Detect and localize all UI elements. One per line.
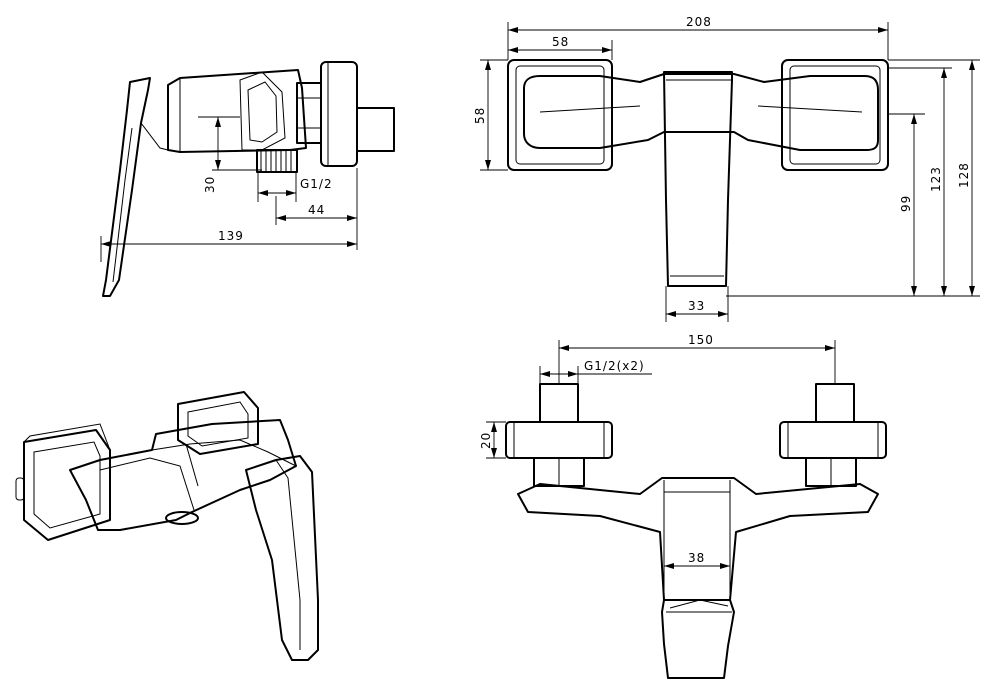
iso-right-flange	[177, 391, 259, 455]
front-left-flange	[505, 421, 613, 459]
iso-left-flange	[15, 423, 111, 541]
iso-outlet	[165, 511, 199, 525]
front-dim-20: 20	[479, 421, 506, 459]
top-dim-58-h-label: 58	[552, 35, 569, 49]
front-dim-20-label: 20	[479, 432, 493, 449]
side-dim-139-label: 139	[218, 229, 244, 243]
top-dim-99-label: 99	[899, 195, 913, 212]
front-dim-thread: G1/2(x2)	[539, 359, 652, 384]
top-dim-33-label: 33	[688, 299, 705, 313]
top-dim-123-label: 123	[929, 166, 943, 192]
top-dim-123: 123	[888, 67, 952, 296]
front-dim-38-label: 38	[688, 551, 705, 565]
top-dim-208-label: 208	[686, 15, 712, 29]
top-right-flange	[781, 59, 889, 171]
top-dim-128-label: 128	[957, 162, 971, 188]
top-dim-58-v-label: 58	[473, 107, 487, 124]
side-flange	[320, 61, 358, 167]
top-dim-58-v: 58	[473, 59, 508, 171]
top-dim-128: 128	[888, 59, 980, 296]
front-dim-150: 150	[558, 333, 836, 384]
top-view: 208 58 58 99	[473, 15, 980, 322]
top-lever	[663, 71, 733, 287]
top-dim-99: 99	[888, 113, 925, 296]
front-body	[517, 477, 879, 601]
side-outlet-thread	[256, 149, 298, 173]
top-dim-33: 33	[665, 286, 729, 322]
front-dim-thread-label: G1/2(x2)	[584, 359, 645, 373]
front-right-inlet	[815, 383, 855, 423]
side-lever-handle	[102, 77, 151, 297]
side-dim-30: 30	[203, 117, 262, 193]
top-body-arms	[523, 73, 879, 151]
side-dim-44: 44	[275, 168, 358, 250]
isometric-view	[15, 391, 319, 661]
front-view: 150 G1/2(x2) 20 38	[479, 333, 887, 679]
side-inlet-pipe	[356, 107, 395, 152]
front-right-flange	[779, 421, 887, 459]
side-dim-thread-label: G1/2	[300, 177, 333, 191]
side-dim-30-label: 30	[203, 176, 217, 193]
side-dim-44-label: 44	[308, 203, 325, 217]
side-body	[167, 69, 307, 153]
front-dim-150-label: 150	[688, 333, 714, 347]
side-nut	[296, 82, 322, 144]
front-left-inlet	[539, 383, 579, 423]
top-dim-58-h: 58	[508, 35, 613, 60]
iso-lever	[245, 455, 319, 661]
top-dim-208: 208	[507, 15, 889, 60]
front-spout	[661, 599, 735, 679]
top-left-flange	[507, 59, 613, 171]
side-dim-139: 139	[100, 229, 357, 262]
iso-body	[69, 419, 297, 531]
side-dim-thread: G1/2	[257, 172, 333, 202]
side-view: 30 G1/2 44 139	[100, 61, 395, 297]
front-dim-38: 38	[664, 551, 730, 569]
